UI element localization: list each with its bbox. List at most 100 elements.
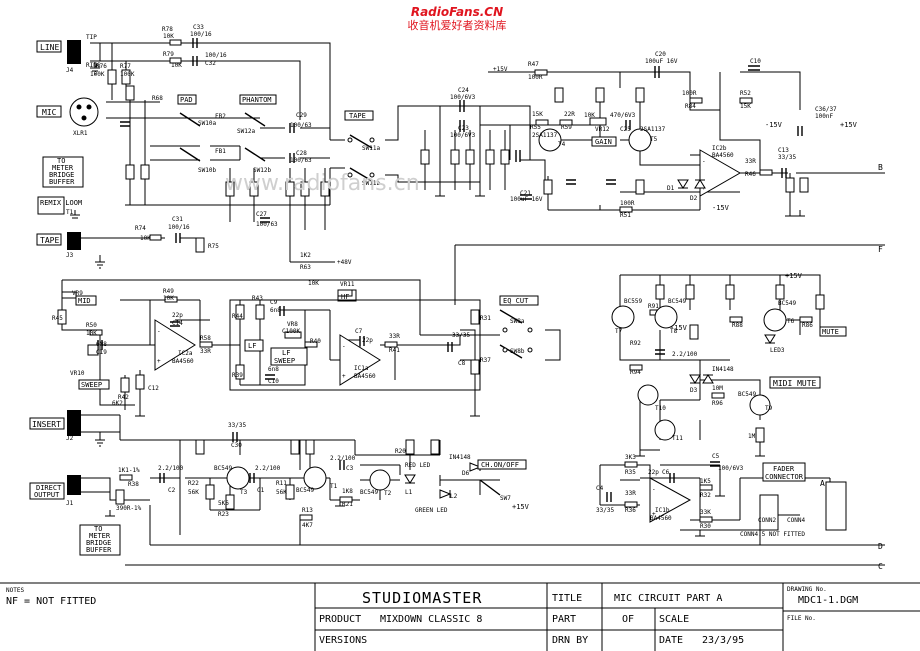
svg-text:SW12a: SW12a: [237, 128, 255, 135]
notes-text: NF = NOT FITTED: [6, 596, 97, 607]
svg-text:R41: R41: [389, 347, 400, 354]
svg-text:100/16: 100/16: [190, 31, 212, 38]
svg-text:100R: 100R: [620, 200, 635, 207]
svg-text:R78: R78: [162, 26, 173, 33]
svg-text:IC2b: IC2b: [712, 145, 727, 152]
svg-text:1K1-1%: 1K1-1%: [118, 467, 140, 474]
svg-text:5K6: 5K6: [218, 500, 229, 507]
label-boxes: [29, 40, 847, 556]
svg-text:D2: D2: [690, 195, 698, 202]
svg-text:R23: R23: [218, 511, 229, 518]
title-label: TITLE: [552, 593, 583, 604]
svg-text:R91: R91: [648, 303, 659, 310]
svg-text:T6: T6: [787, 318, 795, 325]
hf-label: HF: [341, 293, 349, 301]
net-ends: [875, 172, 885, 566]
capacitors: [97, 38, 803, 502]
svg-text:470/6V3: 470/6V3: [610, 112, 636, 119]
svg-text:C33: C33: [193, 24, 204, 31]
midi-mute-label: MIDI MUTE: [773, 379, 817, 388]
scale-label: SCALE: [659, 614, 690, 625]
svg-text:-15V: -15V: [670, 324, 688, 332]
svg-text:BA4560: BA4560: [172, 358, 194, 365]
svg-text:100K: 100K: [120, 71, 135, 78]
svg-text:J3: J3: [66, 252, 74, 259]
svg-text:15K: 15K: [532, 111, 543, 118]
diodes: [404, 179, 776, 499]
svg-text:IC1a: IC1a: [354, 365, 369, 372]
lf-sweep-2: SWEEP: [274, 357, 295, 365]
svg-text:C36/37: C36/37: [815, 106, 837, 113]
svg-text:D6: D6: [462, 470, 470, 477]
svg-text:33/35: 33/35: [452, 332, 470, 339]
svg-text:IN4148: IN4148: [712, 366, 734, 373]
pad-label: PAD: [180, 96, 193, 104]
switches: [179, 112, 533, 496]
tape-input-label: TAPE: [40, 236, 59, 245]
date-value: 23/3/95: [702, 635, 745, 646]
svg-text:22R: 22R: [564, 111, 575, 118]
svg-text:VR11: VR11: [340, 281, 355, 288]
svg-text:R32: R32: [700, 492, 711, 499]
net-a: A: [820, 479, 825, 488]
svg-text:T3: T3: [240, 489, 248, 496]
watermark-site: RadioFans.CN: [410, 5, 504, 19]
svg-text:RED LED: RED LED: [405, 462, 431, 469]
svg-text:C10: C10: [750, 58, 761, 65]
svg-text:R74: R74: [135, 225, 146, 232]
svg-text:XLR1: XLR1: [73, 130, 88, 137]
fader-label-1: FADER: [773, 465, 795, 473]
svg-text:R37: R37: [480, 357, 491, 364]
svg-text:390R-1%: 390R-1%: [116, 505, 142, 512]
svg-text:R77: R77: [120, 63, 131, 70]
jack-sockets: [67, 40, 81, 495]
svg-text:R59: R59: [561, 124, 572, 131]
svg-text:-: -: [157, 328, 161, 335]
svg-text:+: +: [342, 373, 346, 380]
svg-text:R11: R11: [276, 480, 287, 487]
svg-text:1K5: 1K5: [700, 478, 711, 485]
svg-text:1K8: 1K8: [342, 488, 353, 495]
notes-label: NOTES: [6, 587, 25, 594]
svg-text:C2: C2: [168, 487, 176, 494]
svg-text:C7: C7: [355, 328, 363, 335]
svg-text:C29: C29: [296, 112, 307, 119]
tape-switch-label: TAPE: [349, 112, 366, 120]
svg-text:T10: T10: [655, 405, 666, 412]
svg-text:R45: R45: [52, 315, 63, 322]
mid-label: MID: [78, 297, 91, 305]
svg-text:C3: C3: [346, 465, 354, 472]
svg-text:R40: R40: [310, 338, 321, 345]
svg-text:SW8a: SW8a: [510, 318, 525, 325]
title-block-grid: [0, 582, 920, 651]
svg-text:CONN2: CONN2: [758, 517, 776, 524]
svg-text:33R: 33R: [389, 333, 400, 340]
svg-text:C25: C25: [620, 126, 631, 133]
svg-text:R43: R43: [252, 295, 263, 302]
svg-text:100/16: 100/16: [205, 52, 227, 59]
svg-text:15K: 15K: [740, 103, 751, 110]
net-d: D: [878, 542, 883, 551]
svg-text:-: -: [342, 343, 346, 350]
svg-text:R86: R86: [802, 322, 813, 329]
svg-text:33/35: 33/35: [596, 507, 614, 514]
main-wires: [61, 42, 875, 566]
svg-text:R94: R94: [630, 369, 641, 376]
svg-text:R46: R46: [745, 171, 756, 178]
gain-label: GAIN: [595, 138, 612, 146]
svg-text:R39: R39: [232, 372, 243, 379]
svg-text:10K: 10K: [171, 62, 182, 69]
svg-text:D3: D3: [690, 387, 698, 394]
meter-bot-1: METER: [89, 532, 111, 540]
mic-label: MIC: [42, 108, 57, 117]
svg-text:SW12b: SW12b: [253, 167, 271, 174]
svg-text:BA4560: BA4560: [650, 515, 672, 522]
svg-text:T11: T11: [672, 435, 683, 442]
svg-text:2.2/100: 2.2/100: [330, 455, 356, 462]
svg-text:1M: 1M: [748, 433, 756, 440]
svg-text:6N8: 6N8: [96, 341, 107, 348]
svg-text:R22: R22: [188, 480, 199, 487]
lf-label: LF: [248, 342, 256, 350]
svg-text:33/35: 33/35: [228, 422, 246, 429]
